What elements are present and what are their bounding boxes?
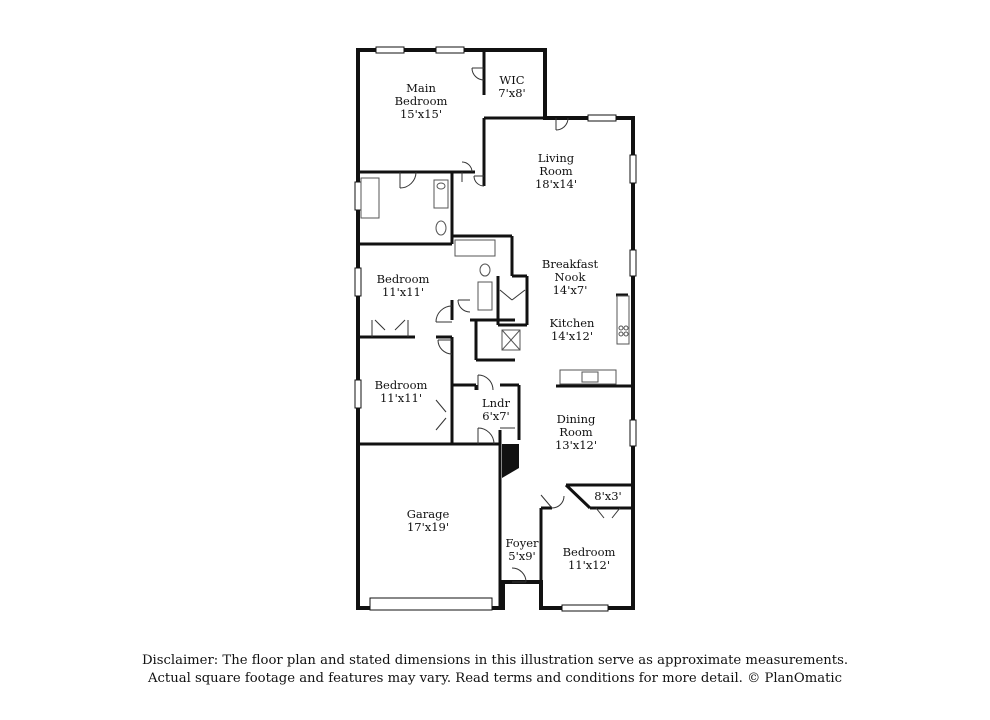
room-size: 11'x11' <box>379 391 423 405</box>
room-dining-room: Dining Room 13'x12' <box>544 413 608 452</box>
floor-plan <box>354 46 637 612</box>
room-foyer: Foyer 5'x9' <box>502 537 542 563</box>
room-size: 6'x7' <box>482 409 510 423</box>
room-size: 11'x11' <box>381 285 425 299</box>
room-size: 7'x8' <box>498 86 526 100</box>
room-name: Foyer <box>505 536 539 550</box>
room-size: 14'x7' <box>552 283 588 297</box>
room-name: Bedroom <box>394 94 448 108</box>
room-name: Main <box>406 81 436 95</box>
room-name: Lndr <box>482 396 510 410</box>
room-wic: WIC 7'x8' <box>490 74 534 100</box>
room-name: Garage <box>406 507 450 521</box>
room-name: Breakfast <box>541 257 599 271</box>
room-closet: 8'x3' <box>588 490 628 503</box>
disclaimer-line: Actual square footage and features may v… <box>148 671 842 686</box>
room-size: 18'x14' <box>534 177 578 191</box>
room-bedroom-3: Bedroom 11'x11' <box>364 379 438 405</box>
doors <box>371 67 621 583</box>
room-name: Bedroom <box>376 272 430 286</box>
fixtures <box>360 177 630 385</box>
room-size: 11'x12' <box>567 558 611 572</box>
room-breakfast-nook: Breakfast Nook 14'x7' <box>532 258 608 297</box>
stair-wedge <box>502 444 519 478</box>
room-laundry: Lndr 6'x7' <box>476 397 516 423</box>
room-size: 15'x15' <box>399 107 443 121</box>
room-size: 8'x3' <box>594 489 622 503</box>
disclaimer: Disclaimer: The floor plan and stated di… <box>0 652 990 688</box>
room-name: Living <box>537 151 575 165</box>
disclaimer-line: Disclaimer: The floor plan and stated di… <box>141 653 849 668</box>
room-name: Dining <box>556 412 596 426</box>
room-name: WIC <box>499 73 525 87</box>
room-main-bedroom: Main Bedroom 15'x15' <box>388 82 454 121</box>
room-living-room: Living Room 18'x14' <box>526 152 586 191</box>
room-size: 17'x19' <box>406 520 450 534</box>
room-size: 13'x12' <box>554 438 598 452</box>
room-name: Nook <box>554 270 586 284</box>
room-kitchen: Kitchen 14'x12' <box>540 317 604 343</box>
room-garage: Garage 17'x19' <box>396 508 460 534</box>
room-name: Room <box>539 164 573 178</box>
room-bedroom-2: Bedroom 11'x11' <box>366 273 440 299</box>
room-size: 5'x9' <box>508 549 536 563</box>
room-name: Room <box>559 425 593 439</box>
interior-walls <box>358 50 633 608</box>
room-bedroom-4: Bedroom 11'x12' <box>552 546 626 572</box>
room-name: Bedroom <box>562 545 616 559</box>
windows <box>354 46 637 612</box>
room-name: Bedroom <box>374 378 428 392</box>
room-name: Kitchen <box>549 316 595 330</box>
room-size: 14'x12' <box>550 329 594 343</box>
